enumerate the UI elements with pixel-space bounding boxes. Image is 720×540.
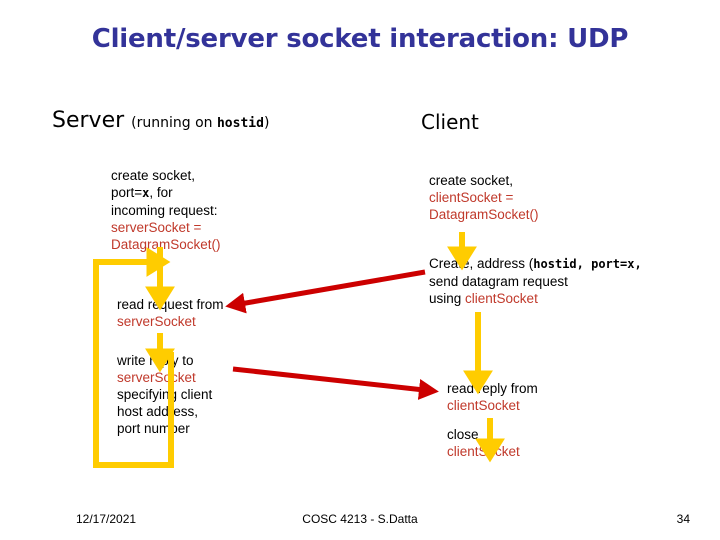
- server-write-line3: host address,: [117, 404, 199, 419]
- client-send-line3-pre: using: [429, 291, 466, 306]
- client-create-code1: clientSocket =: [429, 190, 514, 205]
- client-close-line1: close: [447, 427, 479, 442]
- server-heading-paren-open: (running on: [131, 115, 217, 131]
- server-create-line1: create socket,: [111, 168, 196, 183]
- server-write-line4: port number: [117, 421, 190, 436]
- server-heading-main: Server: [52, 108, 132, 133]
- server-write-line1: write reply to: [117, 353, 194, 368]
- client-step-read-reply: read reply from clientSocket: [447, 380, 538, 414]
- client-step-close-socket: close clientSocket: [447, 426, 520, 460]
- server-heading-hostid: hostid: [216, 116, 264, 131]
- client-send-line3-code: clientSocket: [465, 291, 538, 306]
- server-create-line2: port=x, for: [111, 184, 221, 202]
- server-step-create-socket: create socket, port=x, for incoming requ…: [111, 167, 221, 253]
- client-send-address-args: hostid, port=x,: [533, 257, 642, 271]
- footer-course: COSC 4213 - S.Datta: [302, 512, 418, 526]
- message-arrow-reply-to-client: [232, 366, 439, 400]
- client-send-line1: Create, address (hostid, port=x,: [429, 255, 642, 273]
- server-heading-paren-close: ): [263, 115, 270, 131]
- server-create-line2-pre: port=: [111, 185, 143, 200]
- server-create-code2: DatagramSocket(): [111, 237, 221, 252]
- server-create-line3: incoming request:: [111, 203, 218, 218]
- server-read-line1: read request from: [117, 297, 224, 312]
- client-heading-main: Client: [421, 110, 479, 134]
- server-write-code1: serverSocket: [117, 370, 196, 385]
- page-title: Client/server socket interaction: UDP: [91, 24, 629, 54]
- client-create-line1: create socket,: [429, 173, 514, 188]
- client-close-code1: clientSocket: [447, 444, 520, 459]
- footer-page-number: 34: [676, 512, 690, 526]
- footer-date: 12/17/2021: [76, 512, 137, 526]
- client-send-line2: send datagram request: [429, 274, 568, 289]
- server-create-port-value: x: [142, 186, 150, 200]
- client-send-line1-pre: Create, address (: [429, 256, 534, 271]
- client-create-code2: DatagramSocket(): [429, 207, 539, 222]
- server-create-code1: serverSocket =: [111, 220, 202, 235]
- client-read-code1: clientSocket: [447, 398, 520, 413]
- client-step-create-socket: create socket, clientSocket = DatagramSo…: [429, 172, 539, 223]
- server-column-heading: Server (running on hostid): [52, 108, 269, 133]
- server-step-read-request: read request from serverSocket: [117, 296, 224, 330]
- server-step-write-reply: write reply to serverSocket specifying c…: [117, 352, 212, 437]
- server-create-line2-post: , for: [149, 185, 173, 200]
- server-write-line2: specifying client: [117, 387, 213, 402]
- client-step-send-datagram: Create, address (hostid, port=x, send da…: [429, 255, 642, 307]
- server-read-code1: serverSocket: [117, 314, 196, 329]
- message-arrow-request-to-server: [225, 269, 426, 314]
- client-read-line1: read reply from: [447, 381, 538, 396]
- client-column-heading: Client: [421, 110, 479, 134]
- client-send-line3: using clientSocket: [429, 290, 642, 307]
